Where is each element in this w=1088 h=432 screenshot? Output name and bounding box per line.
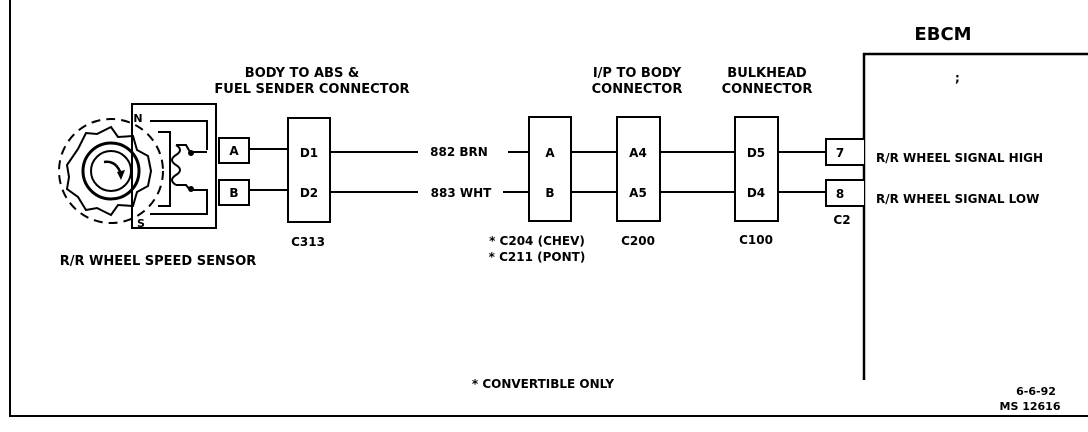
connector-c2-pin-7: 7: [836, 146, 844, 160]
ebcm-module: EBCM ;: [862, 24, 1088, 380]
sensor-wheel-hub: [81, 141, 141, 201]
sensor-junction-dot: [188, 150, 194, 156]
wire-label-882: 882 BRN: [430, 145, 488, 159]
sensor-coil-frame: [158, 131, 171, 207]
connector-c100-id: C100: [739, 233, 773, 247]
connector-c2-id: C2: [833, 213, 850, 227]
sensor-body: [131, 103, 217, 229]
connector-c200-pin-1: A4: [629, 146, 647, 160]
connector-c204-pin-2: B: [545, 186, 554, 200]
diagram-frame: [9, 0, 1088, 417]
sensor-coil-lead-lower: [150, 189, 208, 215]
connector-c313-pin-1: D1: [300, 146, 318, 160]
sensor-pin-b-box: [218, 179, 250, 206]
connector-c204-id-line1: * C204 (CHEV): [489, 234, 585, 248]
connector-c313-body: [287, 117, 331, 223]
wire-circuit-883: [249, 189, 826, 193]
connector-c2-pin-8-box: [825, 179, 864, 207]
connector-c100-body: [734, 116, 779, 222]
signal-label-high: R/R WHEEL SIGNAL HIGH: [876, 151, 1043, 165]
connector-c200-id: C200: [621, 234, 655, 248]
connector-c200-pin-2: A5: [629, 186, 647, 200]
connector-c100: D5 D4 BULKHEAD CONNECTOR C100: [722, 66, 813, 247]
connector-c200-header-line1: I/P TO BODY: [593, 66, 682, 81]
tone-ring-teeth: [65, 125, 153, 217]
footnote: * CONVERTIBLE ONLY: [472, 377, 615, 391]
connector-c200-body: [616, 116, 661, 222]
connector-c204-body: [528, 116, 572, 222]
rotation-arrow-head: [117, 170, 125, 180]
signal-label-low: R/R WHEEL SIGNAL LOW: [876, 192, 1039, 206]
sensor-coil-tap-b: [176, 184, 207, 191]
connector-c204-id-line2: * C211 (PONT): [489, 250, 586, 264]
sensor-pole-north: N: [133, 112, 142, 125]
sensor-pin-b-label: B: [229, 186, 238, 200]
connector-c2-pin-7-box: [825, 138, 864, 166]
sensor-coil-lead-upper: [150, 120, 208, 150]
sensor-junction-dot: [188, 186, 194, 192]
wheel-speed-sensor: [58, 103, 250, 229]
connector-c100-header-line2: CONNECTOR: [722, 82, 813, 97]
sensor-pole-south: S: [137, 217, 145, 230]
connector-c313-header-line1: BODY TO ABS &: [245, 66, 359, 81]
sensor-label: R/R WHEEL SPEED SENSOR: [60, 254, 257, 269]
connector-c200: A4 A5 I/P TO BODY CONNECTOR C200: [592, 66, 683, 248]
tone-ring-outline: [58, 118, 164, 224]
connector-c204: A B * C204 (CHEV) * C211 (PONT): [489, 116, 586, 264]
connector-c200-header-line2: CONNECTOR: [592, 82, 683, 97]
doc-date: 6-6-92: [1016, 385, 1056, 398]
sensor-coil-tap-a: [176, 144, 207, 153]
connector-c313-id: C313: [291, 235, 325, 249]
ebcm-title: EBCM: [914, 24, 971, 45]
connector-c2-pin-8: 8: [836, 187, 844, 201]
sensor-pin-a-label: A: [229, 144, 239, 158]
doc-ref: MS 12616: [1000, 400, 1061, 413]
connector-c100-pin-1: D5: [747, 146, 765, 160]
connector-c2: 7 8 C2: [825, 138, 864, 227]
ebcm-mark: ;: [955, 71, 960, 85]
sensor-wheel-inner: [90, 150, 132, 192]
connector-c313-pin-2: D2: [300, 186, 318, 200]
sensor-pin-a-box: [218, 137, 250, 164]
connector-c313: D1 D2 BODY TO ABS & FUEL SENDER CONNECTO…: [214, 66, 409, 249]
sensor-coil-winding: [171, 144, 181, 186]
connector-c313-header-line2: FUEL SENDER CONNECTOR: [214, 82, 409, 97]
wire-circuit-882: [249, 148, 826, 153]
wire-label-883: 883 WHT: [431, 186, 493, 200]
ebcm-outline: [862, 52, 1088, 380]
connector-c204-pin-1: A: [545, 146, 555, 160]
connector-c100-header-line1: BULKHEAD: [727, 66, 807, 81]
connector-c100-pin-2: D4: [747, 186, 765, 200]
